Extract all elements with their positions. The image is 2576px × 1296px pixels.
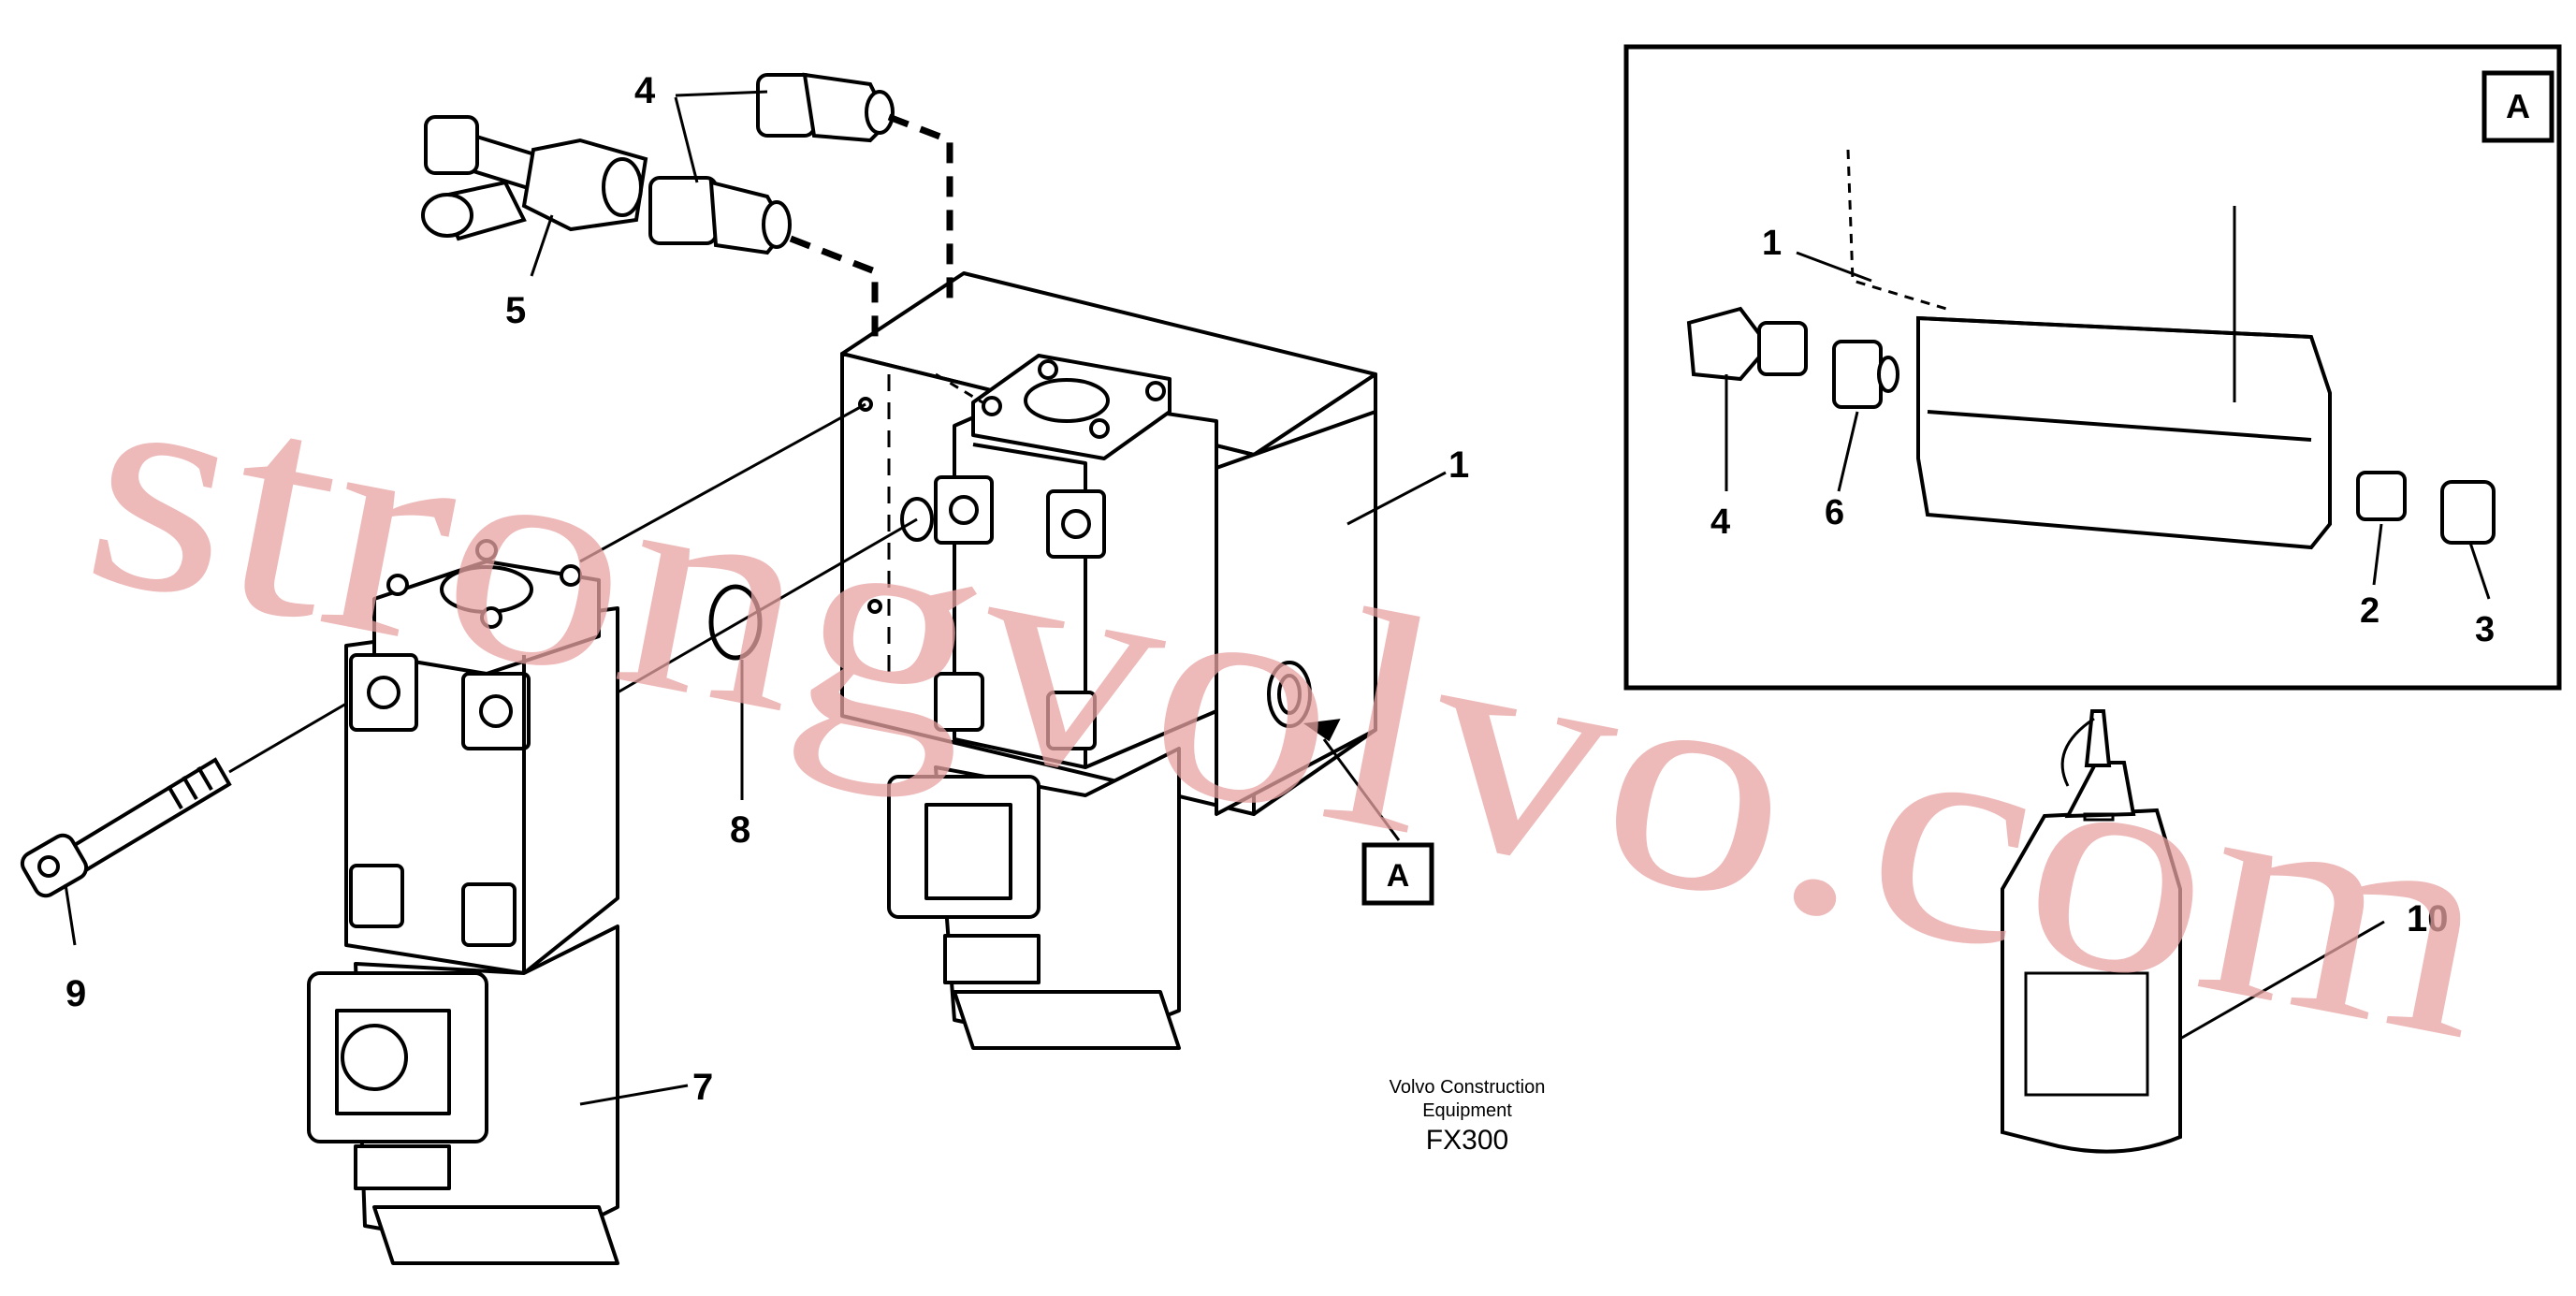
caption-line-2: Equipment [1422,1100,1512,1121]
detail-label-part-3: 3 [2475,610,2495,649]
detail-label-part-6: 6 [1825,493,1844,532]
ref-a-label: A [1387,858,1410,894]
connector-lower [648,176,792,255]
detail-a-frame [1623,44,2562,691]
solenoid-valve [307,539,619,1265]
detail-label-part-4: 4 [1710,502,1730,542]
label-part-8: 8 [730,809,750,851]
tee-fitting [421,115,648,241]
leader-lines [64,90,2491,1106]
label-part-9: 9 [65,973,86,1014]
o-ring [708,584,763,661]
bolt [20,757,232,898]
sealant-bottle [2001,709,2182,1154]
routing-lines [228,113,983,774]
caption-code: FX300 [1426,1125,1508,1156]
label-part-10: 10 [2407,898,2449,939]
label-part-1: 1 [1448,444,1469,486]
label-part-5: 5 [505,290,526,331]
detail-leader-lines [1846,149,2236,402]
label-part-4: 4 [634,70,656,111]
ref-a-marker: A [1361,842,1434,906]
mounted-solenoid-valve [887,354,1218,1050]
label-part-7: 7 [692,1067,713,1108]
detail-label-part-2: 2 [2360,591,2380,631]
caption-line-1: Volvo Construction [1390,1077,1546,1098]
detail-label-part-1: 1 [1762,224,1782,263]
detail-a-label: A [2506,87,2530,125]
connector-upper [756,72,895,143]
detail-valve-cutaway [1686,306,2496,550]
